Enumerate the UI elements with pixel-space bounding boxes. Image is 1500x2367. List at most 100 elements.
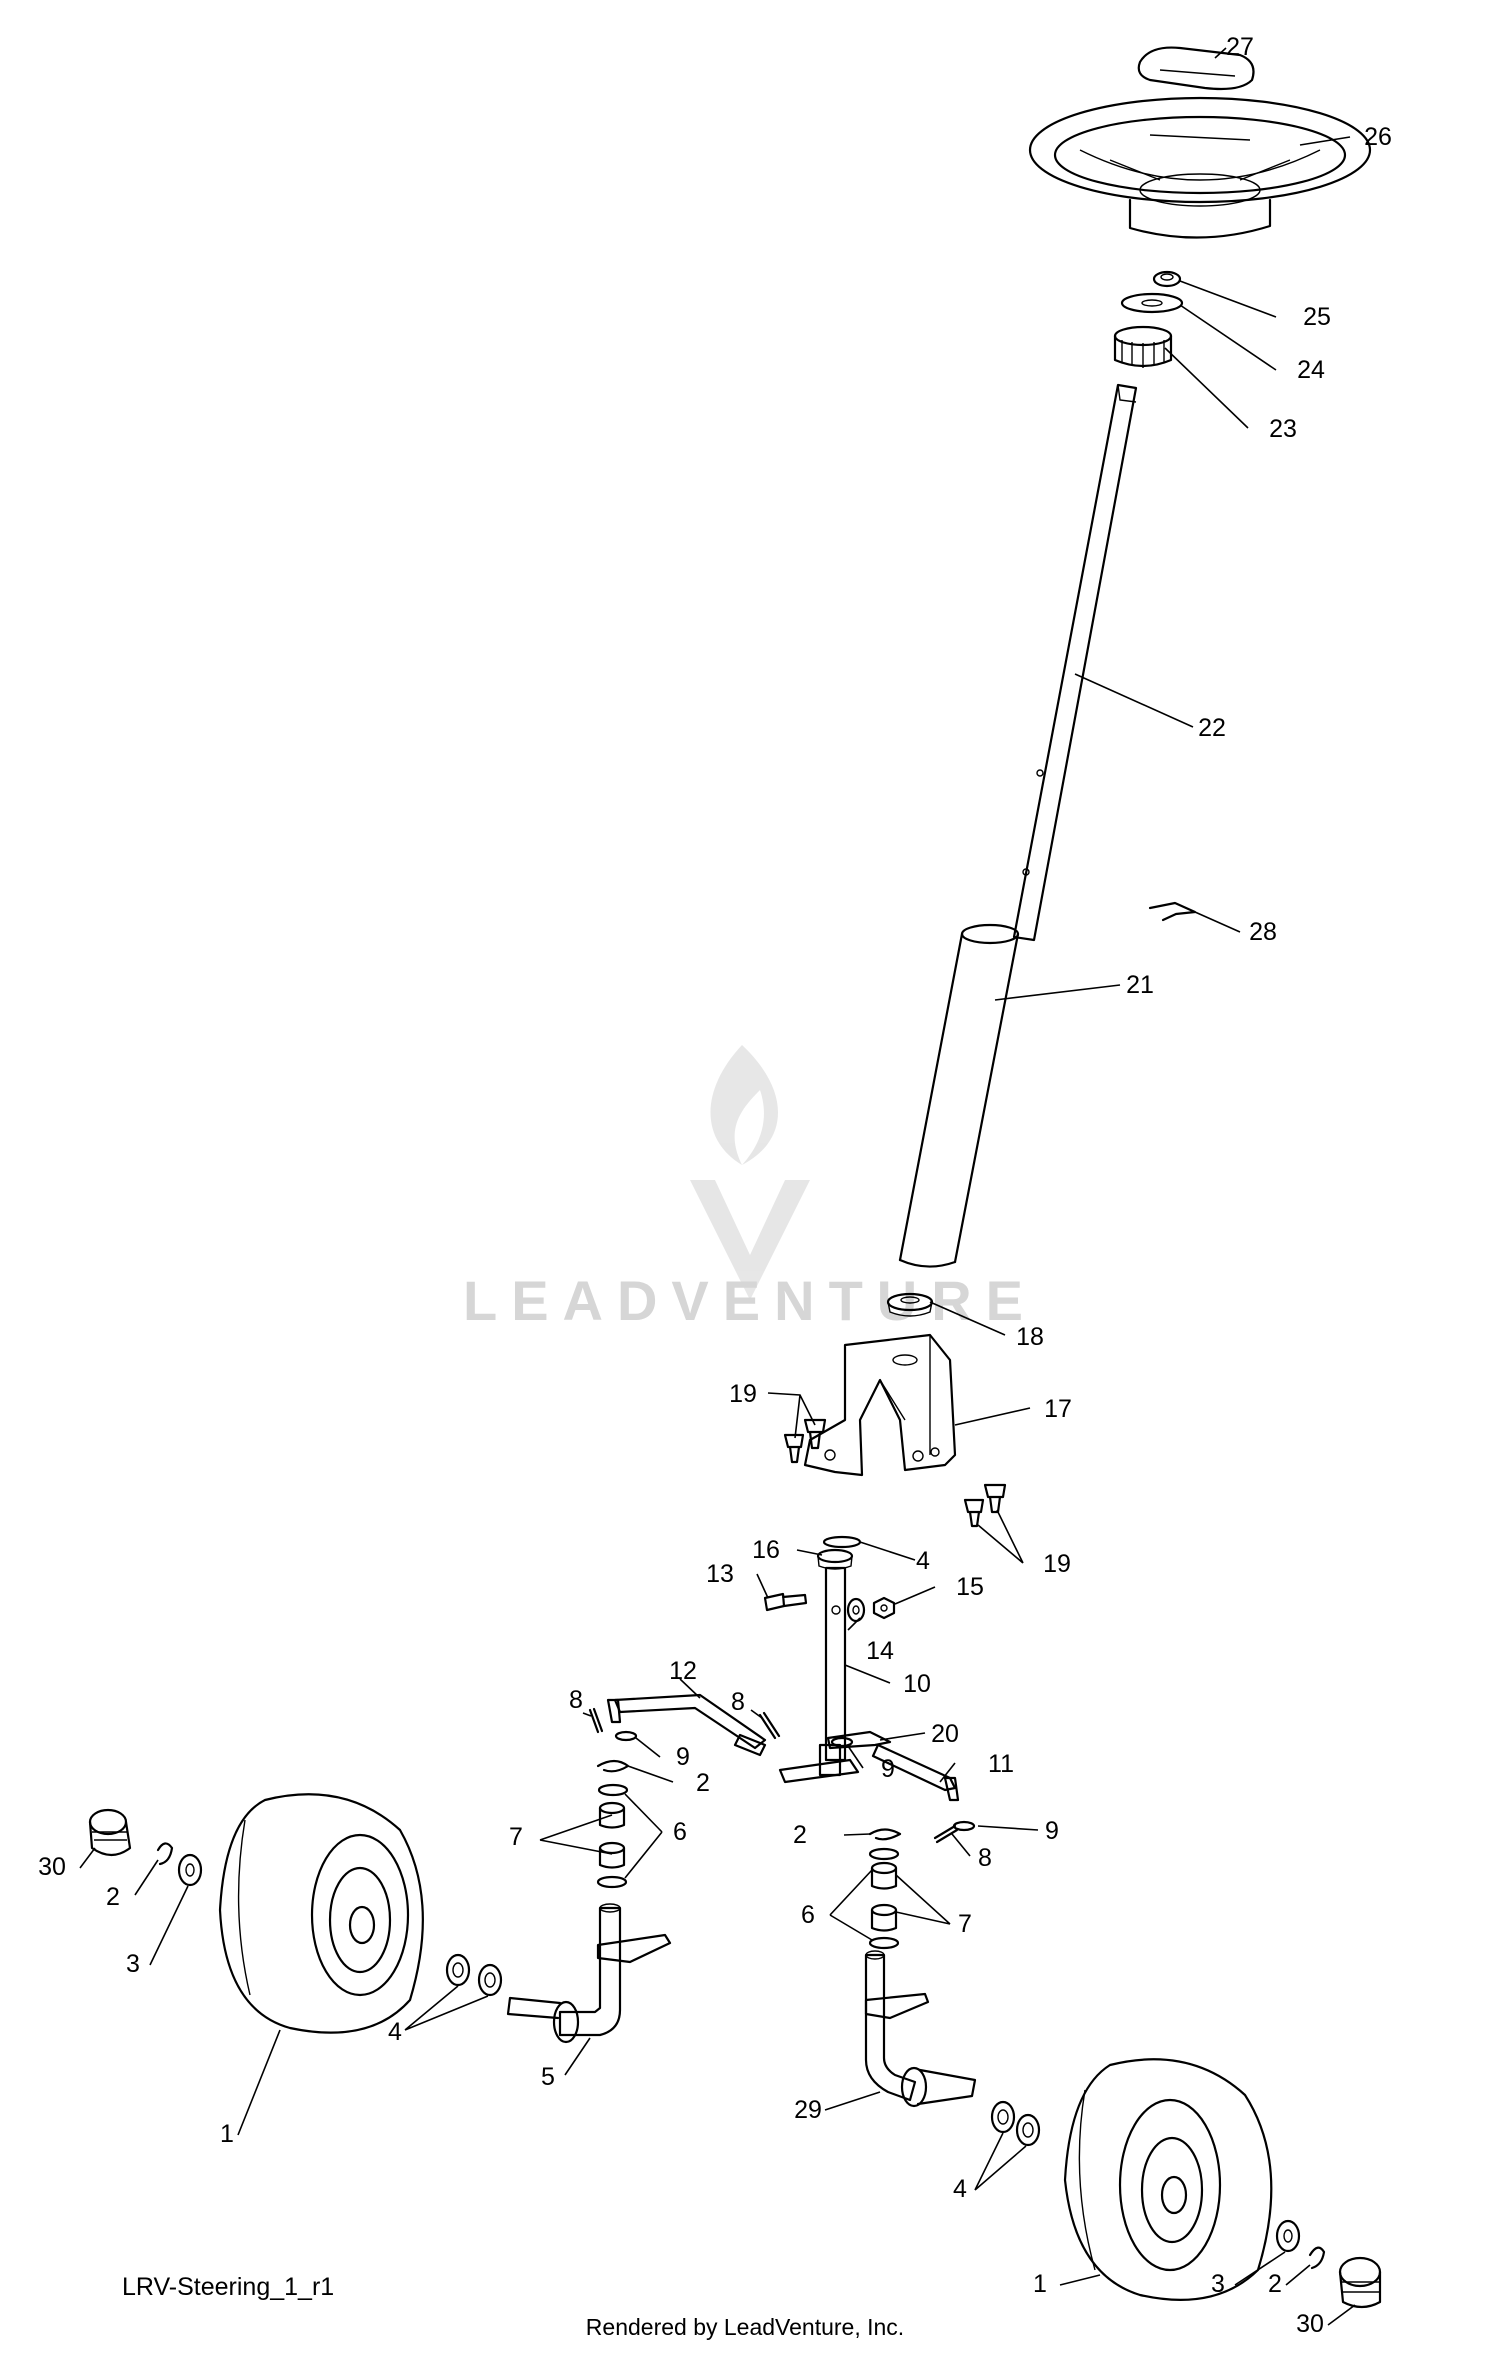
part-8-cotter-pin-right xyxy=(933,1824,959,1844)
part-2-e-clip-right xyxy=(1308,2246,1326,2270)
callout-label: 28 xyxy=(1249,918,1277,946)
callout-label: 9 xyxy=(676,1743,690,1771)
part-9-washer-mid xyxy=(830,1736,854,1748)
callout-label: 4 xyxy=(388,2018,402,2046)
callout-label: 7 xyxy=(509,1823,523,1851)
callout-label: 4 xyxy=(916,1547,930,1575)
part-21-tube xyxy=(898,923,1020,1268)
part-12-tie-rod xyxy=(606,1693,767,1757)
part-29-spindle xyxy=(864,1950,977,2108)
callout-label: 8 xyxy=(569,1686,583,1714)
part-9-washer-left xyxy=(614,1730,638,1742)
part-4-washer-upper xyxy=(822,1535,862,1549)
part-13-bolt xyxy=(763,1592,808,1612)
watermark-text: LEADVENTURE xyxy=(463,1269,1037,1332)
callout-label: 7 xyxy=(958,1910,972,1938)
callout-label: 5 xyxy=(541,2063,555,2091)
callout-label: 19 xyxy=(729,1380,757,1408)
callout-label: 21 xyxy=(1126,971,1154,999)
part-17-bracket xyxy=(803,1333,957,1477)
part-23-adapter xyxy=(1113,325,1173,368)
callout-label: 3 xyxy=(1211,2270,1225,2298)
callout-label: 2 xyxy=(696,1769,710,1797)
part-7-bushing-upper-right xyxy=(870,1861,898,1890)
callout-label: 13 xyxy=(706,1560,734,1588)
part-19-bolts-right xyxy=(963,1483,1007,1528)
callout-label: 6 xyxy=(801,1901,815,1929)
callout-label: 26 xyxy=(1364,123,1392,151)
part-28-clip xyxy=(1148,901,1197,922)
callout-label: 29 xyxy=(794,2096,822,2124)
part-10-sector-shaft xyxy=(778,1566,860,1784)
callout-label: 9 xyxy=(1045,1817,1059,1845)
part-6-washer-upper-right xyxy=(868,1847,900,1861)
callout-label: 2 xyxy=(793,1821,807,1849)
part-7-bushing-upper-left xyxy=(598,1801,626,1829)
leader-lines xyxy=(79,47,1356,2326)
callout-label: 14 xyxy=(866,1637,894,1665)
callout-label: 2 xyxy=(1268,2270,1282,2298)
callout-label: 8 xyxy=(978,1844,992,1872)
part-6-washer-lower-left xyxy=(596,1875,628,1889)
watermark-logo xyxy=(690,1045,810,1300)
part-15-nut xyxy=(872,1596,896,1620)
part-11-tie-rod xyxy=(871,1743,960,1802)
callout-label: 10 xyxy=(903,1670,931,1698)
callout-label: 20 xyxy=(931,1720,959,1748)
part-27-cap xyxy=(1137,46,1255,91)
part-20-link xyxy=(826,1730,892,1750)
callout-label: 3 xyxy=(126,1950,140,1978)
part-4-washer-left-a xyxy=(445,1953,471,1987)
part-6-washer-upper-left xyxy=(597,1783,629,1797)
callout-label: 12 xyxy=(669,1657,697,1685)
callout-label: 2 xyxy=(106,1883,120,1911)
part-7-bushing-lower-right xyxy=(870,1903,898,1932)
callout-label: 19 xyxy=(1043,1550,1071,1578)
callout-label: 4 xyxy=(953,2175,967,2203)
part-18-bushing xyxy=(886,1292,934,1317)
callout-label: 8 xyxy=(731,1688,745,1716)
callout-label: 11 xyxy=(988,1750,1014,1778)
callout-label: 1 xyxy=(1033,2270,1047,2298)
part-25-nut xyxy=(1152,270,1182,288)
part-2-e-clip-upper-right xyxy=(868,1828,902,1841)
diagram-id: LRV-Steering_1_r1 xyxy=(122,2273,334,2301)
part-19-bolts-left xyxy=(783,1418,827,1464)
callout-label: 30 xyxy=(38,1853,66,1881)
part-30-cap-right xyxy=(1338,2256,1382,2309)
part-2-e-clip-left xyxy=(156,1842,174,1866)
part-24-washer xyxy=(1120,292,1184,314)
callout-label: 27 xyxy=(1226,33,1254,61)
part-4-washer-right-b xyxy=(1015,2113,1041,2147)
part-8-cotter-pin-left xyxy=(588,1707,604,1734)
callout-labels: 27 26 25 24 23 22 28 21 18 17 19 19 16 4… xyxy=(38,33,1392,2338)
part-5-spindle xyxy=(506,1903,672,2044)
callout-label: 22 xyxy=(1198,714,1226,742)
part-26-steering-wheel xyxy=(1028,96,1372,239)
callout-label: 18 xyxy=(1016,1323,1044,1351)
part-9-washer-right xyxy=(952,1820,976,1832)
part-4-washer-right-a xyxy=(990,2100,1016,2134)
callout-label: 1 xyxy=(220,2120,234,2148)
callout-label: 25 xyxy=(1303,303,1331,331)
part-30-cap-left xyxy=(88,1808,132,1857)
callout-label: 16 xyxy=(752,1536,780,1564)
callout-label: 6 xyxy=(673,1818,687,1846)
part-7-bushing-lower-left xyxy=(598,1841,626,1869)
callout-label: 15 xyxy=(956,1573,984,1601)
part-6-washer-lower-right xyxy=(868,1936,900,1950)
part-1-wheel-right xyxy=(1063,2058,1273,2301)
callout-label: 24 xyxy=(1297,356,1325,384)
callout-label: 9 xyxy=(881,1755,895,1783)
part-16-bearing xyxy=(816,1548,854,1570)
part-8-cotter-pin-mid xyxy=(758,1711,781,1740)
part-3-washer-left xyxy=(177,1853,203,1887)
callout-label: 23 xyxy=(1269,415,1297,443)
part-4-washer-left-b xyxy=(477,1963,503,1997)
part-2-e-clip-upper-left xyxy=(596,1759,630,1773)
part-22-steering-shaft xyxy=(1012,383,1138,942)
callout-label: 17 xyxy=(1044,1395,1072,1423)
part-14-washer xyxy=(846,1597,866,1623)
callout-label: 30 xyxy=(1296,2310,1324,2338)
